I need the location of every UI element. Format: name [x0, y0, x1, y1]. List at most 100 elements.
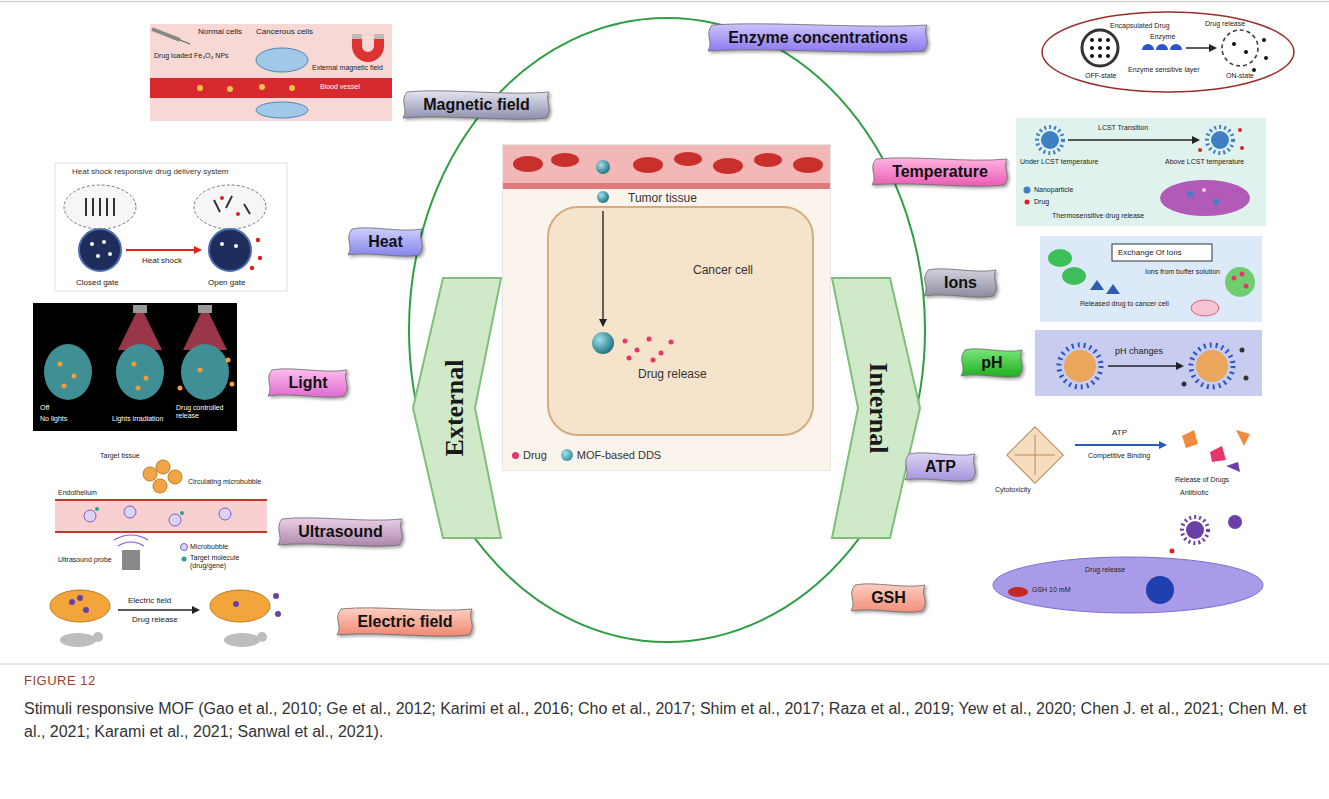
enzyme-illustration-part — [1252, 68, 1256, 72]
ribbon-label: ATP — [903, 451, 978, 483]
temperature-illustration-part — [1202, 188, 1206, 192]
electric-illustration-part — [60, 633, 96, 647]
illustration-label: Off — [40, 404, 49, 412]
ph-illustration-part — [1064, 350, 1096, 382]
tumor-illustration-part — [669, 340, 674, 345]
enzyme-illustration-part — [1262, 38, 1266, 42]
ribbon-label: pH — [959, 347, 1025, 379]
enzyme-illustration-part — [1170, 44, 1182, 50]
enzyme-illustration-part — [1098, 54, 1102, 58]
gsh-illustration-part — [1186, 521, 1204, 539]
light-illustration-part — [178, 386, 183, 391]
magnetic-illustration-part — [152, 29, 180, 40]
ultrasound-illustration-part — [84, 510, 96, 522]
tumor-illustration-part — [503, 145, 830, 470]
enzyme-illustration-part — [1222, 30, 1258, 66]
heat-illustration-part — [92, 198, 94, 216]
heat-illustration — [55, 163, 287, 291]
heat-illustration-part — [250, 266, 254, 270]
ph-illustration-part — [1244, 376, 1249, 381]
light-illustration-part — [116, 344, 164, 400]
panel-text: Cancer cell — [693, 263, 753, 277]
enzyme-illustration-part — [1106, 46, 1110, 50]
illustration-label: Target tissue — [100, 452, 140, 460]
illustration-label: Lights irradiation — [112, 415, 163, 423]
illustration-label: Circulating microbubble — [188, 478, 263, 486]
electric-illustration-part — [77, 595, 83, 601]
heat-illustration-part — [96, 254, 100, 258]
ribbon-label: Magnetic field — [401, 89, 552, 121]
illustration-label: Release of Drugs — [1175, 476, 1229, 484]
illustration-label: ON-state — [1226, 72, 1254, 80]
temperature-illustration — [1016, 118, 1266, 226]
ph-illustration-part — [1240, 348, 1245, 353]
ribbon-text: pH — [959, 347, 1025, 379]
electric-illustration-part — [224, 633, 260, 647]
tumor-illustration-part — [647, 337, 652, 342]
illustration-label: Normal cells — [198, 27, 242, 36]
gsh-illustration-part — [1146, 576, 1174, 604]
enzyme-illustration-part — [1082, 30, 1118, 66]
heat-illustration-part — [102, 240, 106, 244]
illustration-label: Cancerous cells — [256, 27, 313, 36]
heat-illustration-part — [85, 198, 87, 216]
magnetic-illustration-part — [352, 34, 362, 39]
illustration-label: Drug — [1034, 198, 1049, 206]
atp-illustration-part — [1035, 435, 1036, 475]
tumor-illustration-part — [627, 356, 632, 361]
ph-illustration-part — [1191, 345, 1233, 387]
ultrasound-illustration-part — [143, 467, 157, 481]
magnetic-illustration-part — [150, 78, 392, 98]
ultrasound-illustration-part — [180, 511, 184, 515]
illustration-label: Released drug to cancer cell — [1080, 300, 1169, 308]
illustration-label: Ultrasound probe — [58, 556, 112, 564]
ultrasound-illustration — [55, 450, 267, 578]
heat-illustration-part — [234, 244, 238, 248]
illustration-label: Under LCST temperature — [1020, 158, 1098, 166]
light-illustration-part — [132, 362, 137, 367]
illustration-label: Drug loaded Fe₃O₄ NPs — [154, 52, 229, 60]
tumor-illustration-part — [651, 358, 656, 363]
ribbon-text: Ultrasound — [276, 516, 405, 548]
enzyme-illustration-part — [1106, 38, 1110, 42]
tumor-illustration-part — [623, 339, 628, 344]
electric-illustration-part — [118, 609, 198, 611]
illustration-label: Enzyme sensitive layer — [1128, 66, 1200, 74]
tumor-illustration-part — [713, 158, 743, 174]
magnetic-illustration-part — [374, 34, 384, 39]
ribbon-label: Electric field — [335, 606, 475, 638]
ultrasound-illustration-part — [182, 557, 187, 562]
heat-illustration-part — [64, 185, 136, 229]
chevron-arrow: Internal — [832, 278, 920, 538]
illustration-label: Thermosensitive drug release — [1052, 212, 1144, 220]
light-illustration-part — [44, 344, 92, 400]
tumor-illustration-part — [635, 348, 640, 353]
light-illustration-part — [33, 303, 237, 431]
illustration-label: Above LCST temperature — [1165, 158, 1244, 166]
mof-icon — [561, 449, 573, 461]
legend-item: MOF-based DDS — [561, 449, 661, 461]
ultrasound-illustration-part — [55, 450, 267, 578]
temperature-illustration-part — [1025, 200, 1030, 205]
tumor-illustration-part — [503, 189, 830, 470]
illustration-label: Open gate — [208, 278, 245, 287]
illustration-label: Drug controlled release — [176, 404, 234, 420]
illustration-label: Ions from buffer solution — [1145, 268, 1220, 276]
legend: DrugMOF-based DDS — [512, 449, 661, 461]
magnetic-illustration-part — [289, 85, 295, 91]
tumor-illustration-part — [602, 211, 604, 325]
frame-line — [0, 1, 1329, 2]
illustration-label: GSH 10 mM — [1032, 586, 1071, 594]
ultrasound-illustration-part — [153, 479, 167, 493]
temperature-illustration-part — [1207, 127, 1233, 153]
heat-illustration-part — [220, 242, 224, 246]
ribbon-label: GSH — [849, 582, 928, 614]
atp-illustration-part — [985, 410, 1262, 502]
magnetic-illustration-part — [256, 102, 308, 118]
ph-illustration-part — [1108, 365, 1182, 367]
enzyme-illustration-part — [1098, 38, 1102, 42]
separator-line-part — [0, 664, 1329, 665]
heat-illustration-part — [55, 163, 287, 291]
temperature-illustration-part — [1068, 139, 1198, 141]
temperature-illustration-part — [1016, 118, 1266, 226]
